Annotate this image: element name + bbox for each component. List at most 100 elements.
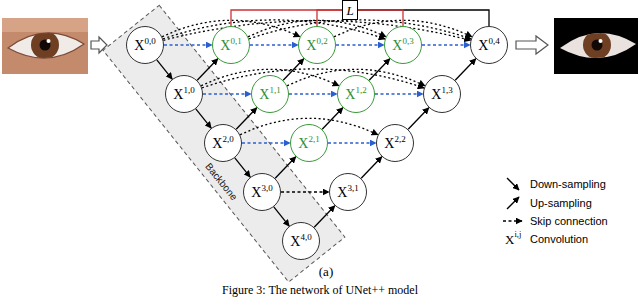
node-index: 1,3	[441, 85, 452, 95]
node-label: X3,0	[251, 184, 272, 200]
loss-line	[358, 10, 489, 26]
node-index: 2,1	[308, 134, 319, 144]
convolution-node: X0,0	[126, 26, 164, 64]
node-symbol: X	[220, 38, 230, 53]
node-label: X0,1	[220, 37, 241, 53]
convolution-node: X0,4	[470, 26, 508, 64]
input-eye-photo	[2, 18, 88, 74]
legend-down-sample	[507, 178, 519, 190]
convolution-node: X3,1	[329, 173, 367, 211]
skip-connection	[203, 93, 251, 94]
legend-text: Skip connection	[530, 215, 608, 228]
skip-connection	[281, 191, 329, 192]
backbone-band	[103, 5, 345, 282]
node-index: 3,1	[347, 183, 358, 193]
up-sampling-arrow	[275, 157, 296, 179]
node-label: X0,0	[134, 37, 155, 53]
convolution-node: X2,0	[204, 124, 242, 162]
down-sampling-arrow	[157, 60, 172, 79]
convolution-node: X4,0	[282, 222, 320, 260]
loss-line	[358, 10, 403, 26]
node-label: X1,1	[259, 86, 280, 102]
output-arrow	[516, 36, 548, 54]
loss-symbol: L	[346, 3, 353, 18]
skip-connection	[164, 44, 212, 45]
convolution-node: X1,1	[251, 75, 289, 113]
node-label: X2,1	[298, 135, 319, 151]
legend-skip-sample	[503, 220, 522, 221]
node-index: 1,0	[183, 85, 194, 95]
up-sampling-arrow	[197, 59, 218, 81]
node-label: X0,2	[306, 37, 327, 53]
down-sampling-arrow	[274, 207, 289, 226]
node-symbol: X	[173, 87, 183, 102]
skip-connection	[422, 44, 470, 45]
up-sampling-arrow	[361, 157, 382, 179]
up-sampling-arrow	[369, 59, 390, 81]
node-index: 0,4	[488, 36, 499, 46]
backbone-label: Backbone	[203, 161, 240, 203]
node-label: X4,0	[290, 233, 311, 249]
skip-connection	[289, 93, 337, 94]
dense-skip-arc	[249, 20, 471, 39]
node-label: X1,3	[431, 86, 452, 102]
down-sampling-arrow	[196, 109, 211, 128]
node-symbol: X	[337, 185, 347, 200]
up-sampling-arrow	[455, 59, 476, 81]
convolution-node: X2,1	[290, 124, 328, 162]
node-symbol: X	[134, 38, 144, 53]
node-label: X1,0	[173, 86, 194, 102]
legend-convolution-sample: Xi,j	[505, 230, 521, 248]
convolution-node: X0,2	[298, 26, 336, 64]
node-symbol: X	[298, 136, 308, 151]
node-index: 2,2	[394, 134, 405, 144]
node-index: 2,0	[222, 134, 233, 144]
node-symbol: X	[384, 136, 394, 151]
node-label: X3,1	[337, 184, 358, 200]
output-segmentation	[554, 18, 638, 74]
node-index: 0,1	[230, 36, 241, 46]
node-label: L	[346, 2, 353, 18]
down-sampling-arrow	[235, 158, 250, 177]
convolution-node: X2,2	[376, 124, 414, 162]
node-index: 3,0	[261, 183, 272, 193]
up-sampling-arrow	[314, 206, 335, 228]
dense-skip-arc	[202, 69, 424, 88]
node-symbol: X	[259, 87, 269, 102]
node-index: 1,2	[355, 85, 366, 95]
loss-line	[231, 10, 342, 26]
up-sampling-arrow	[322, 108, 343, 130]
node-symbol: X	[306, 38, 316, 53]
index-text: i,j	[514, 229, 521, 239]
node-symbol: X	[345, 87, 355, 102]
figure-caption: Figure 3: The network of UNet++ model	[222, 284, 418, 298]
up-sampling-arrow	[408, 108, 429, 130]
skip-connection	[375, 93, 423, 94]
legend-text: Down-sampling	[530, 178, 606, 191]
up-sampling-arrow	[236, 108, 257, 130]
skip-connection	[336, 44, 384, 45]
loss-box: L	[342, 0, 358, 20]
node-symbol: X	[290, 234, 300, 249]
node-symbol: X	[392, 38, 402, 53]
node-index: 0,0	[144, 36, 155, 46]
convolution-node: X1,0	[165, 75, 203, 113]
symbol-text: X	[505, 232, 514, 247]
convolution-node: X0,3	[384, 26, 422, 64]
legend-text: Up-sampling	[530, 197, 592, 210]
skip-connection	[328, 142, 376, 143]
node-label: X2,0	[212, 135, 233, 151]
convolution-node: X3,0	[243, 173, 281, 211]
node-label: X0,3	[392, 37, 413, 53]
node-symbol: X	[212, 136, 222, 151]
node-label: X1,2	[345, 86, 366, 102]
subfigure-label: (a)	[319, 265, 333, 280]
legend-up-sample	[507, 197, 519, 209]
node-label: X2,2	[384, 135, 405, 151]
node-symbol: X	[478, 38, 488, 53]
node-label: X0,4	[478, 37, 499, 53]
legend-text: Convolution	[530, 233, 588, 246]
skip-connection	[250, 44, 298, 45]
convolution-node: X1,2	[337, 75, 375, 113]
